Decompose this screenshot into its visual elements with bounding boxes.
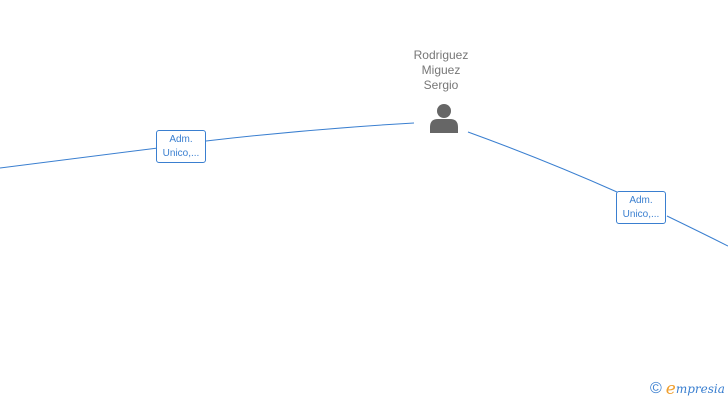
copyright-icon: ©: [650, 380, 662, 397]
person-name-line-1: Rodriguez: [413, 48, 469, 62]
relation-label-right-line-2: Unico,...: [622, 209, 660, 220]
edge-to-left-company: [0, 122, 415, 169]
brand-logo[interactable]: © e mpresia: [650, 379, 725, 399]
edge-to-right-company: [467, 131, 728, 247]
person-name[interactable]: Rodriguez Miguez Sergio: [391, 48, 491, 93]
person-icon[interactable]: [428, 103, 460, 133]
relation-label-left-line-1: Adm.: [169, 134, 193, 145]
relation-label-right[interactable]: Adm. Unico,...: [616, 191, 666, 224]
brand-name: mpresia: [675, 382, 725, 396]
relation-label-left-line-2: Unico,...: [162, 148, 200, 159]
person-name-line-2: Miguez: [421, 63, 461, 77]
person-name-line-3: Sergio: [423, 78, 459, 92]
brand-initial: e: [665, 379, 676, 399]
relation-label-right-line-1: Adm.: [629, 195, 653, 206]
relation-label-left[interactable]: Adm. Unico,...: [156, 130, 206, 163]
